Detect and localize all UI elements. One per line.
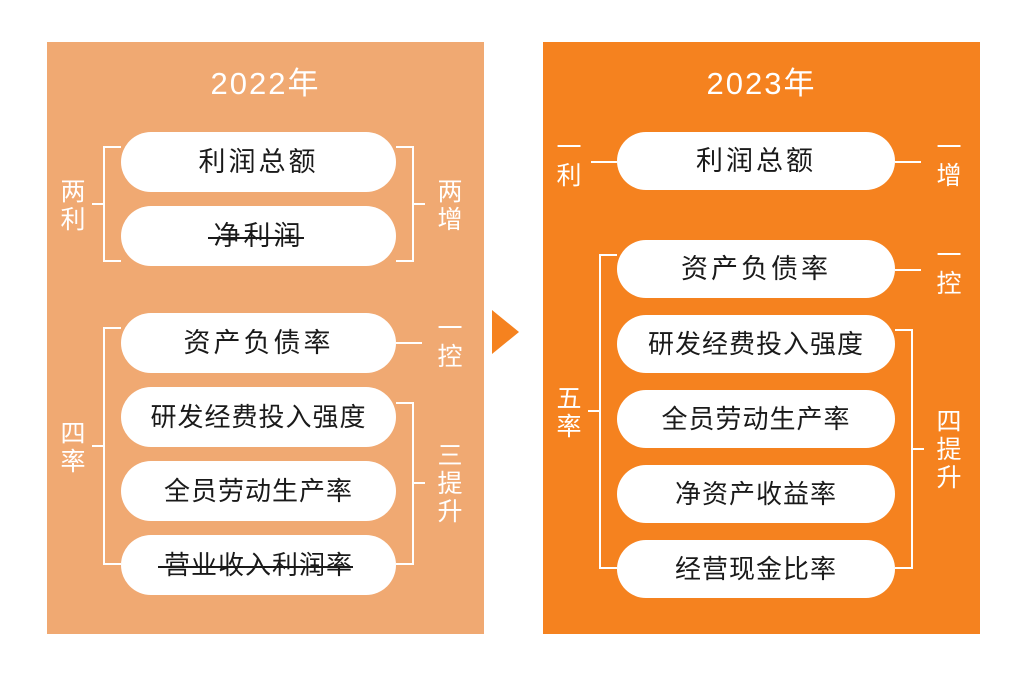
connector-2022-right-yikong xyxy=(396,342,422,344)
connector-2023-right-yizeng xyxy=(895,161,921,163)
box-label: 全员劳动生产率 xyxy=(661,404,851,434)
tick-2022-left-liangli xyxy=(92,203,103,205)
bracket-2022-right-liangzeng xyxy=(396,146,414,262)
box-2023-roe[interactable]: 净资产收益率 xyxy=(617,465,895,523)
group-label-2022-liangzeng: 两 增 xyxy=(437,178,463,234)
group-label-2023-yikong: 一 控 xyxy=(936,242,962,298)
bracket-2022-right-santisheng xyxy=(396,402,414,565)
box-2022-labor-productivity[interactable]: 全员劳动生产率 xyxy=(121,461,396,521)
bracket-2023-left-wulv xyxy=(599,254,617,569)
group-label-2023-yili: 一 利 xyxy=(556,134,582,190)
box-2023-debt-ratio[interactable]: 资产负债率 xyxy=(617,240,895,298)
box-label: 研发经费投入强度 xyxy=(647,329,864,359)
box-2022-net-profit[interactable]: 净利润 xyxy=(121,206,396,266)
bracket-2022-left-liangli xyxy=(103,146,121,262)
box-label: 净利润 xyxy=(207,220,304,251)
box-label: 利润总额 xyxy=(696,145,816,176)
box-label: 资产负债率 xyxy=(681,253,831,284)
right-arrow-icon xyxy=(492,310,519,354)
box-2023-cash-ratio[interactable]: 经营现金比率 xyxy=(617,540,895,598)
tick-2022-right-liangzeng xyxy=(414,203,425,205)
group-label-2022-yikong: 一 控 xyxy=(437,315,463,371)
box-label: 经营现金比率 xyxy=(674,554,837,584)
box-label: 利润总额 xyxy=(198,146,319,177)
box-2023-rd-intensity[interactable]: 研发经费投入强度 xyxy=(617,315,895,373)
group-label-2022-liangli: 两 利 xyxy=(60,178,86,234)
box-2023-labor-productivity[interactable]: 全员劳动生产率 xyxy=(617,390,895,448)
box-2022-debt-ratio[interactable]: 资产负债率 xyxy=(121,313,396,373)
box-label: 全员劳动生产率 xyxy=(163,476,353,506)
box-label: 研发经费投入强度 xyxy=(150,402,367,432)
box-2022-rd-intensity[interactable]: 研发经费投入强度 xyxy=(121,387,396,447)
group-label-2022-santisheng: 三 提 升 xyxy=(437,442,463,526)
group-label-2023-wulv: 五 率 xyxy=(556,385,582,441)
tick-2022-left-sillv xyxy=(92,445,103,447)
bracket-2023-right-sitisheng xyxy=(895,329,913,569)
box-label: 净资产收益率 xyxy=(674,479,837,509)
tick-2022-right-santisheng xyxy=(414,482,425,484)
box-2022-revenue-margin[interactable]: 营业收入利润率 xyxy=(121,535,396,595)
connector-2023-left-yili xyxy=(591,161,617,163)
box-2022-profit-total[interactable]: 利润总额 xyxy=(121,132,396,192)
group-label-2023-sitisheng: 四 提 升 xyxy=(936,408,962,492)
connector-2023-right-yikong xyxy=(895,269,921,271)
tick-2023-right-sitisheng xyxy=(913,448,924,450)
box-label: 资产负债率 xyxy=(183,327,334,358)
box-label: 营业收入利润率 xyxy=(157,550,354,580)
box-2023-profit-total[interactable]: 利润总额 xyxy=(617,132,895,190)
panel-2022: 2022年 利润总额 净利润 资产负债率 研发经费投入强度 全员劳动生产率 营业… xyxy=(47,42,484,634)
group-label-2022-sillv: 四 率 xyxy=(60,420,86,476)
panel-2023: 2023年 利润总额 资产负债率 研发经费投入强度 全员劳动生产率 净资产收益率… xyxy=(543,42,980,634)
bracket-2022-left-sillv xyxy=(103,327,121,565)
tick-2023-left-wulv xyxy=(588,410,599,412)
panel-2023-title: 2023年 xyxy=(706,66,817,101)
group-label-2023-yizeng: 一 增 xyxy=(936,134,962,190)
panel-2022-title: 2022年 xyxy=(210,66,321,101)
